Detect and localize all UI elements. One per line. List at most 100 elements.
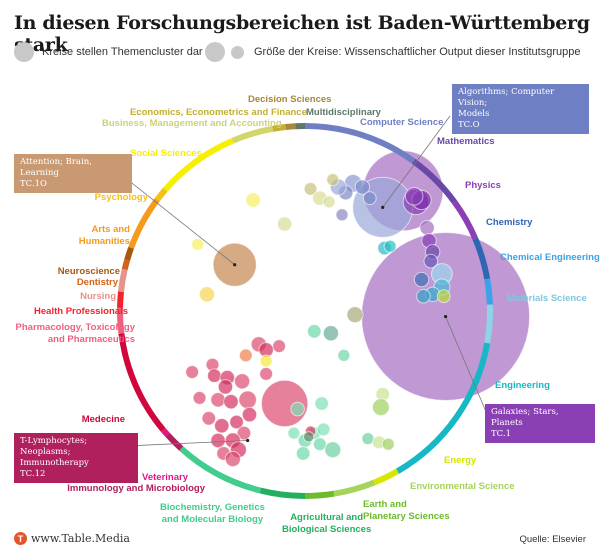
callout-leaders (117, 115, 488, 447)
legend-large-circle-icon (205, 42, 225, 62)
ring-segment-nursing (118, 268, 128, 292)
topic-cluster-bubble[interactable] (192, 391, 207, 405)
ring-label-physics: Physics (465, 180, 501, 191)
ring-label-mathematics: Mathematics (437, 136, 495, 147)
callout-anchor-dot (246, 438, 250, 443)
topic-cluster-bubble[interactable] (416, 288, 431, 304)
topic-cluster-bubble[interactable] (316, 422, 331, 437)
legend-small-circle-icon (231, 45, 244, 59)
legend-item-size: Größe der Kreise: Wissenschaftlicher Out… (205, 42, 580, 62)
ring-segment-computer-science (304, 123, 416, 164)
topic-cluster-bubble[interactable] (229, 414, 244, 430)
topic-cluster-bubble[interactable] (306, 324, 322, 339)
ring-label-dentistry: Dentistry (76, 277, 118, 288)
ring-segment-veterinary (160, 427, 170, 437)
ring-label-social-sciences: Social Sciences (130, 148, 202, 159)
ring-label-business-management-and-accounting: Business, Management and Accounting (102, 118, 282, 129)
topic-cluster-bubble[interactable] (214, 418, 230, 434)
topic-cluster-bubble[interactable] (303, 431, 315, 443)
topic-cluster-bubble[interactable] (324, 441, 342, 459)
ring-segment-biochemistry-genetics-and-molecular-biology (179, 446, 261, 494)
ring-segment-social-sciences (163, 137, 234, 192)
topic-cluster-bubble[interactable] (337, 348, 351, 362)
topic-cluster-bubble[interactable] (234, 373, 251, 390)
topic-cluster-bubble[interactable] (419, 220, 435, 236)
topic-cluster-bubble[interactable] (272, 339, 287, 354)
topic-cluster-bubble[interactable] (346, 306, 364, 324)
ring-label-economics-econometrics-and-finance: Economics, Econometrics and Finance (130, 107, 307, 118)
topic-cluster-bubble[interactable] (322, 325, 339, 342)
site-link[interactable]: www.Table.Media (31, 532, 130, 545)
topic-cluster-bubble[interactable] (259, 367, 274, 381)
topic-cluster-bubble[interactable] (383, 239, 397, 253)
topic-cluster-bubble[interactable] (217, 379, 234, 395)
topic-cluster-bubble[interactable] (413, 271, 430, 288)
topic-cluster-bubble[interactable] (238, 348, 253, 363)
topic-cluster-bubble[interactable] (303, 182, 318, 196)
topic-cluster-bubble[interactable] (201, 411, 217, 426)
topic-cluster-bubble[interactable] (210, 432, 226, 449)
topic-cluster-bubble[interactable] (404, 187, 424, 206)
topic-cluster-bubble[interactable] (223, 393, 239, 410)
source-note: Quelle: Elsevier (519, 534, 586, 545)
topic-cluster-bubble[interactable] (354, 179, 371, 195)
topic-cluster-bubble[interactable] (314, 396, 329, 411)
topic-cluster-bubble[interactable] (335, 208, 349, 222)
ring-label-neuroscience: Neuroscience (57, 266, 120, 277)
topic-cluster-bubble[interactable] (185, 365, 200, 379)
ring-label-chemical-engineering: Chemical Engineering (500, 252, 600, 263)
topic-cluster-bubble[interactable] (207, 368, 222, 384)
topic-cluster-bubble[interactable] (224, 450, 241, 468)
legend-label-clusters: Kreise stellen Themencluster dar (42, 46, 203, 58)
ring-label-medecine: Medecine (81, 414, 125, 425)
table-media-logo[interactable]: T www.Table.Media (14, 532, 130, 545)
ring-segment-chemistry (472, 237, 491, 280)
ring-segment-arts-and-humanities (128, 197, 160, 249)
topic-cluster-bubble[interactable] (276, 216, 293, 232)
ring-label-environmental-science: Environmental Science (410, 481, 515, 492)
topic-cluster-bubble[interactable] (210, 392, 226, 408)
topic-cluster-bubble[interactable] (198, 286, 216, 303)
logo-icon: T (14, 532, 27, 545)
legend-label-size: Größe der Kreise: Wissenschaftlicher Out… (254, 46, 581, 58)
ring-segment-psychology (154, 187, 168, 202)
topic-cluster-bubble[interactable] (322, 195, 336, 209)
ring-segment-decision-sciences (285, 123, 296, 130)
topic-cluster-bubble[interactable] (290, 401, 305, 417)
ring-label-psychology: Psychology (94, 192, 148, 203)
topic-cluster-bubble[interactable] (236, 425, 252, 441)
topic-cluster-bubble[interactable] (326, 173, 340, 187)
topic-cluster-bubble[interactable] (238, 390, 257, 410)
topic-cluster-bubble[interactable] (423, 253, 439, 269)
ring-segment-health-professionals (117, 291, 124, 308)
ring-segment-environmental-science (333, 479, 376, 497)
ring-label-decision-sciences: Decision Sciences (248, 94, 332, 105)
ring-segment-medecine (118, 333, 166, 432)
topic-cluster-bubble[interactable] (191, 237, 205, 251)
topic-cluster-bubble[interactable] (371, 398, 390, 417)
topic-cluster-bubble[interactable] (241, 406, 258, 423)
topic-cluster-bubble[interactable] (361, 432, 375, 446)
topic-cluster-bubble[interactable] (295, 446, 311, 461)
topic-cluster-bubble[interactable] (436, 289, 451, 304)
ring-segment-physics (452, 200, 479, 240)
topic-cluster-bubble[interactable] (381, 437, 395, 451)
callout-leader-line (117, 171, 235, 266)
topic-cluster-bubble[interactable] (312, 437, 327, 452)
ring-segment-materials-science (484, 304, 493, 344)
ring-segment-mathematics (411, 158, 458, 205)
ring-segment-earth-and-planetary-sciences (304, 490, 335, 499)
topic-cluster-bubble[interactable] (259, 354, 273, 368)
ring-label-engineering: Engineering (495, 380, 550, 391)
ring-label-energy: Energy (444, 455, 477, 466)
chart-title: In diesen Forschungsbereichen ist Baden-… (14, 12, 590, 56)
topic-cluster-bubble[interactable] (362, 191, 377, 206)
topic-cluster-bubble[interactable] (245, 192, 261, 208)
ring-segment-agricultural-and-biological-sciences (259, 487, 306, 499)
topic-cluster-bubble[interactable] (287, 426, 301, 440)
